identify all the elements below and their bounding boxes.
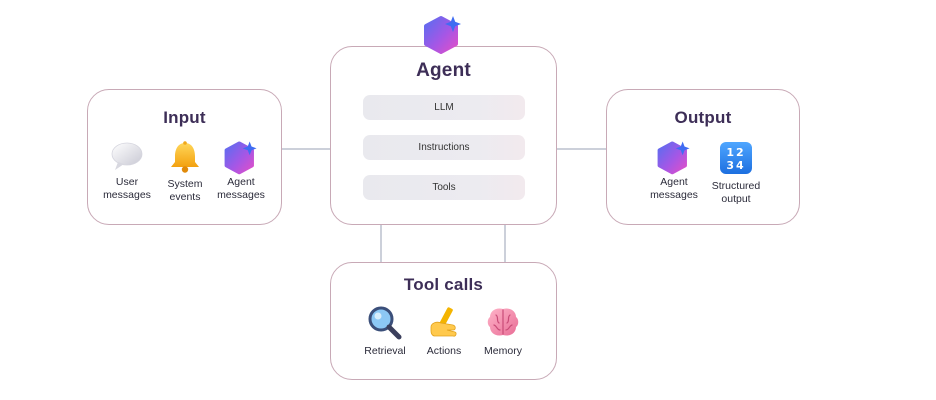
agent-component-tools: Tools	[363, 175, 525, 200]
agent-box: Agent LLM Instructions Tools	[330, 46, 557, 225]
output-agent-messages-label: Agent messages	[650, 176, 698, 201]
agent-hexagon-icon	[657, 141, 690, 175]
agent-component-llm: LLM	[363, 95, 525, 120]
input-item-label: User messages	[92, 176, 162, 201]
svg-text:12: 12	[726, 146, 745, 159]
output-item-agent-messages: Agent messages	[639, 138, 709, 201]
input-item-system-events: System events	[150, 140, 220, 203]
tool-item-actions: Actions	[409, 305, 479, 358]
agent-title: Agent	[416, 60, 471, 81]
input-box: Input User messages System events Agent …	[87, 89, 282, 225]
input-title: Input	[163, 108, 206, 127]
tool-item-label: Actions	[409, 345, 479, 358]
output-item-structured-output: 12 34 Structured output	[701, 140, 771, 205]
tool-item-label: Memory	[468, 345, 538, 358]
tool-item-label: Retrieval	[350, 345, 420, 358]
input-item-label: Agent messages	[206, 176, 276, 201]
hand-pencil-icon	[430, 307, 457, 337]
system-events-label: System events	[167, 178, 203, 203]
tool-item-memory: Memory	[468, 305, 538, 358]
output-box: Output Agent messages 12 34 Structured o…	[606, 89, 800, 225]
input-item-agent-messages: Agent messages	[206, 138, 276, 201]
retrieval-label: Retrieval	[364, 345, 406, 357]
input-item-user-messages: User messages	[92, 140, 162, 201]
actions-label: Actions	[426, 345, 462, 357]
numbers-1234-icon: 12 34	[720, 142, 752, 174]
output-title: Output	[674, 108, 732, 127]
user-messages-label: User messages	[103, 176, 151, 201]
tool-calls-title: Tool calls	[403, 275, 484, 294]
structured-output-label: Structured output	[711, 180, 761, 205]
magnifier-icon	[368, 306, 402, 340]
memory-label: Memory	[484, 345, 522, 357]
agent-component-instructions: Instructions	[363, 135, 525, 160]
output-item-label: Agent messages	[639, 176, 709, 201]
bell-icon	[171, 141, 199, 173]
agent-hexagon-icon	[224, 141, 257, 175]
brain-icon	[487, 308, 519, 336]
output-item-label: Structured output	[701, 180, 771, 205]
svg-text:34: 34	[726, 159, 745, 172]
agent-messages-label: Agent messages	[217, 176, 265, 201]
tool-item-retrieval: Retrieval	[350, 305, 420, 358]
agent-hexagon-icon	[424, 16, 461, 54]
input-item-label: System events	[150, 178, 220, 203]
chat-bubble-icon	[111, 142, 143, 170]
tool-calls-box: Tool calls Retrieval Actions Memory	[330, 262, 557, 380]
